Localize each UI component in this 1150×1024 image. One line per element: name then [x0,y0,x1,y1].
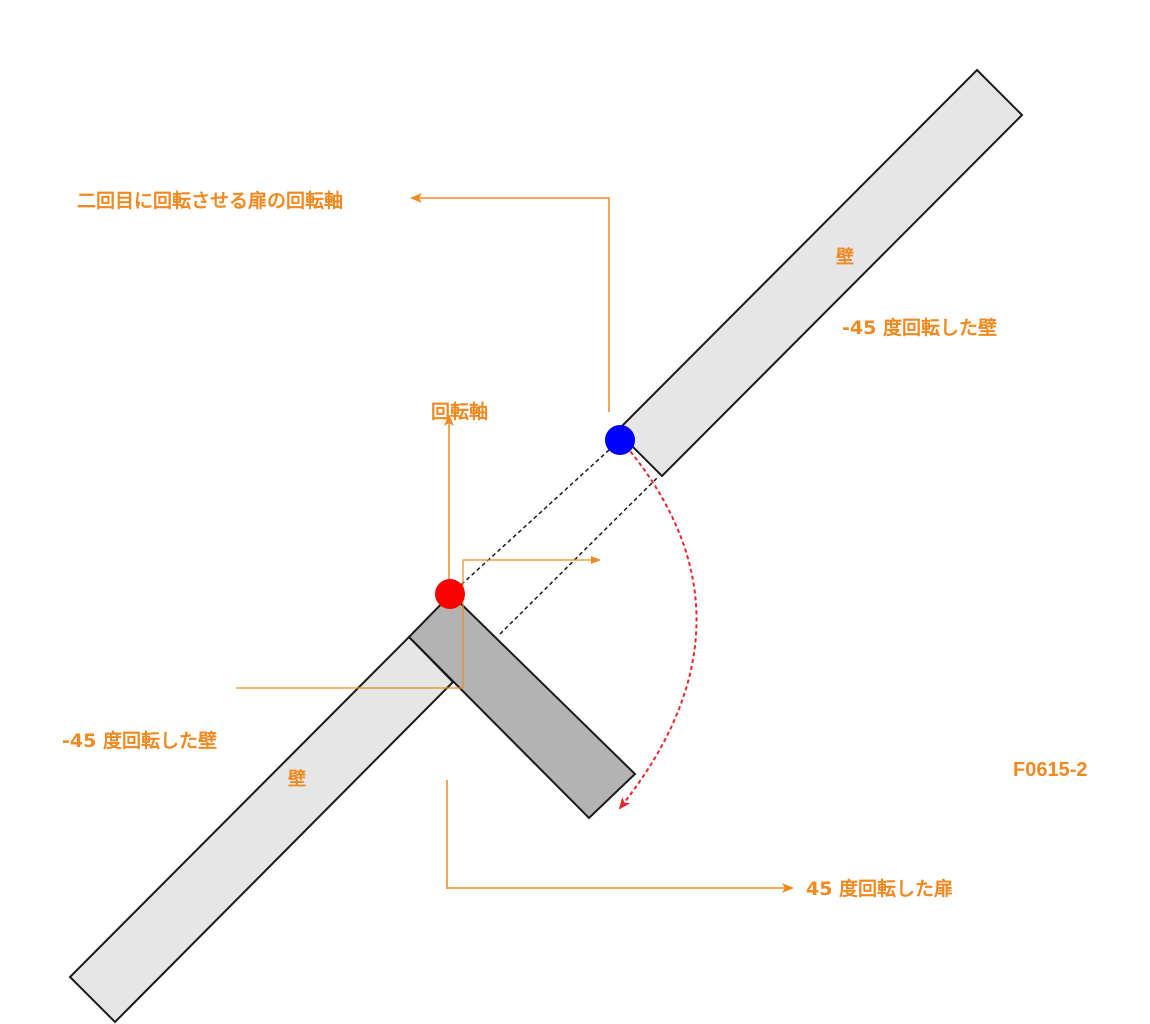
door-leader [446,780,794,893]
figure-code-label: F0615-2 [1013,759,1088,781]
rotation-axis-point [435,579,465,609]
upper-wall-rotation-label: -45 度回転した壁 [842,316,997,339]
lower-wall-label: 壁 [288,768,306,790]
second-axis-leader [410,193,610,412]
dashed-guide-lower [499,475,660,635]
lower-wall-rotation-label: -45 度回転した壁 [62,729,217,752]
upper-wall [615,68,1024,478]
dashed-guide-upper [450,439,621,595]
second-rotation-axis-point [605,425,635,455]
rotation-arc-arrow [618,445,698,810]
axis-label: 回転軸 [431,400,488,423]
axis-offset-leader [236,556,601,689]
lower-wall [68,635,455,1024]
rotated-door [407,592,637,820]
second-axis-label: 二回目に回転させる扉の回転軸 [77,189,343,212]
upper-wall-label: 壁 [836,246,854,268]
door-rotation-label: 45 度回転した扉 [806,877,953,900]
